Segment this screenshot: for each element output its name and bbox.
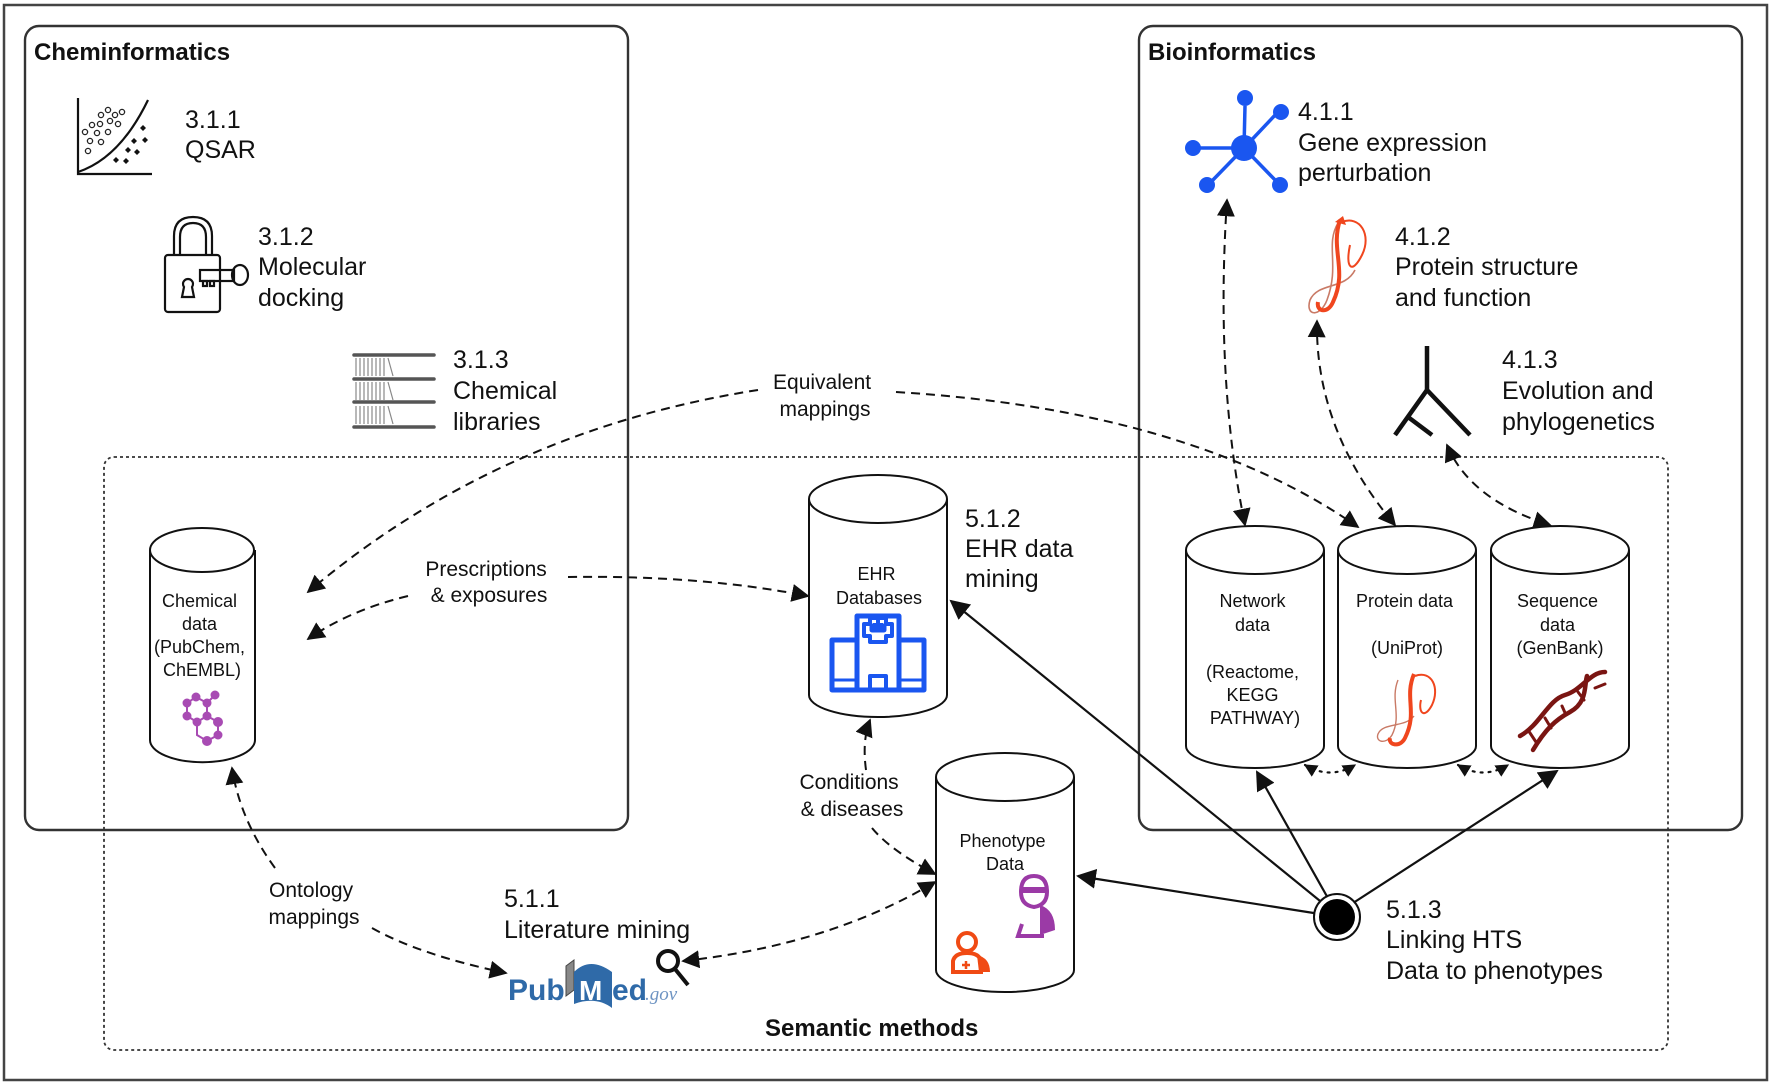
- ontology-edge-bottom: [371, 927, 508, 979]
- pubmed-pub-text: Pub: [508, 974, 565, 1007]
- sequence-database[interactable]: Sequence data (GenBank): [1490, 525, 1630, 769]
- network-database-label: Network data (Reactome, KEGG PATHWAY): [1206, 591, 1304, 728]
- hts-to-ehr-edge: [949, 599, 1326, 906]
- qsar-label: 3.1.1 QSAR: [185, 106, 256, 164]
- phenotype-database[interactable]: Phenotype Data: [935, 752, 1075, 993]
- patients-icon: [951, 873, 1055, 974]
- protein-structure-label: 4.1.2 Protein structure and function: [1395, 223, 1585, 312]
- evolution-label: 4.1.3 Evolution and phylogenetics: [1502, 346, 1660, 436]
- protein-database-label: Protein data (UniProt): [1356, 591, 1458, 658]
- molecular-docking-label: 3.1.2 Molecular docking: [258, 223, 373, 312]
- library-stack-icon: [352, 353, 436, 429]
- pubmed-ed-text: ed: [612, 974, 647, 1007]
- cheminformatics-box: [23, 24, 630, 832]
- conditions-label: Conditions & diseases: [799, 771, 904, 821]
- ehr-mining-label: 5.1.2 EHR data mining: [965, 505, 1080, 593]
- hospital-icon: [829, 613, 927, 693]
- network-protein-link: [1303, 763, 1357, 777]
- ehr-database-label: EHR Databases: [836, 564, 922, 608]
- equivalent-mappings-label: Equivalent mappings: [773, 371, 877, 421]
- hts-to-phenotype-edge: [1076, 868, 1321, 916]
- gene-network-edge: [1216, 198, 1251, 527]
- protein-structure-edge: [1307, 319, 1397, 527]
- chemical-database[interactable]: Chemical data (PubChem, ChEMBL): [149, 527, 256, 764]
- prescriptions-label: Prescriptions & exposures: [425, 558, 552, 607]
- molecule-icon: [182, 690, 223, 746]
- ontology-edge-top: [225, 766, 276, 869]
- ontology-mappings-label: Ontology mappings: [268, 879, 359, 929]
- chemical-libraries-label: 3.1.3 Chemical libraries: [453, 346, 564, 436]
- pubmed-gov-text: .gov: [645, 984, 678, 1005]
- network-database[interactable]: Network data (Reactome, KEGG PATHWAY): [1185, 525, 1325, 769]
- bioinformatics-title: Bioinformatics: [1148, 39, 1316, 66]
- protein-ribbon-icon: [1308, 216, 1367, 314]
- chemical-database-label: Chemical data (PubChem, ChEMBL): [154, 591, 250, 680]
- conditions-edge-top: [855, 718, 873, 771]
- ehr-database[interactable]: EHR Databases: [808, 474, 948, 718]
- literature-mining-label: 5.1.1 Literature mining: [504, 885, 690, 944]
- magnifier-icon[interactable]: [656, 949, 690, 987]
- network-node-icon: [1185, 90, 1289, 193]
- phenotype-database-label: Phenotype Data: [959, 831, 1050, 874]
- literature-phenotype-edge[interactable]: [681, 881, 937, 969]
- conditions-edge-bottom: [871, 827, 937, 875]
- outer-frame: [2, 3, 1769, 1082]
- hts-to-sequence-edge: [1349, 769, 1559, 906]
- hts-linking-label: 5.1.3 Linking HTS Data to phenotypes: [1386, 896, 1603, 985]
- protein-sequence-link: [1456, 763, 1510, 777]
- lock-and-key-icon: [163, 215, 250, 314]
- protein-ribbon-icon: [1376, 673, 1437, 747]
- protein-database[interactable]: Protein data (UniProt): [1337, 525, 1477, 769]
- semantic-methods-title: Semantic methods: [765, 1015, 978, 1042]
- prescriptions-edge-right: [567, 575, 810, 602]
- phylogenetic-tree-icon: [1393, 346, 1472, 437]
- pubmed-logo[interactable]: Pub M ed .gov: [508, 959, 678, 1008]
- hts-to-network-edge: [1256, 770, 1330, 901]
- gene-expression-label: 4.1.1 Gene expression perturbation: [1298, 98, 1494, 187]
- prescriptions-edge-left: [306, 595, 409, 641]
- dna-helix-icon: [1517, 669, 1608, 753]
- cheminformatics-title: Cheminformatics: [34, 39, 230, 66]
- sequence-database-label: Sequence data (GenBank): [1516, 591, 1603, 658]
- phylogenetics-sequence-edge: [1444, 443, 1552, 529]
- bioinformatics-box: [1137, 24, 1744, 832]
- hts-hub-node[interactable]: [1313, 893, 1361, 941]
- pubmed-m-text: M: [579, 975, 602, 1006]
- equivalent-mappings-edge-right: [895, 391, 1360, 529]
- scatter-plot-icon: [76, 98, 152, 176]
